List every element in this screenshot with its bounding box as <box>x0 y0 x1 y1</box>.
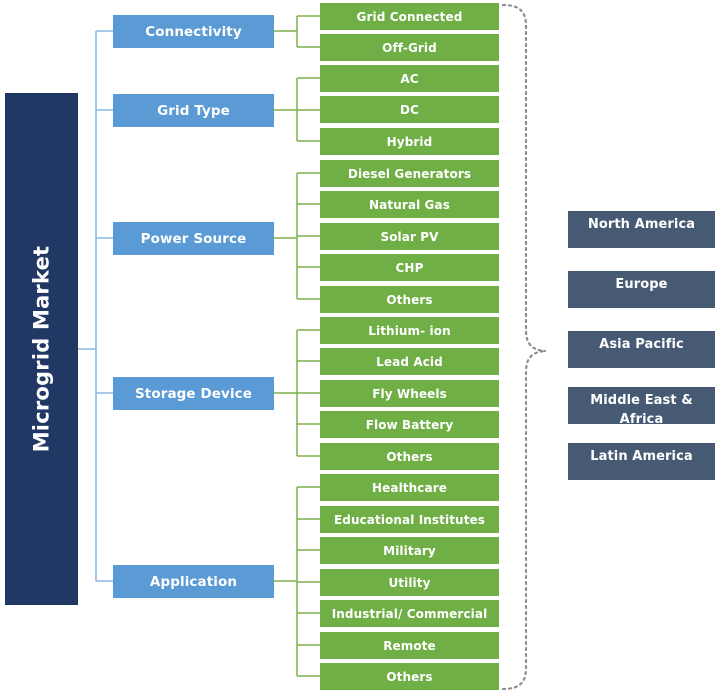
region-box-asia-pacific[interactable]: Asia Pacific <box>568 331 715 368</box>
region-label: Latin America <box>590 449 693 464</box>
region-label: Asia Pacific <box>599 337 684 352</box>
region-box-middle-east-africa[interactable]: Middle East & Africa <box>568 387 715 424</box>
category-box-grid-type[interactable]: Grid Type <box>113 94 274 127</box>
page-title: Microgrid Market <box>29 245 54 453</box>
segment-box[interactable]: Others <box>320 286 499 313</box>
segment-box[interactable]: Fly Wheels <box>320 380 499 407</box>
segment-label: Healthcare <box>372 480 447 495</box>
segment-box[interactable]: Remote <box>320 632 499 659</box>
region-box-north-america[interactable]: North America <box>568 211 715 248</box>
segment-label: Lead Acid <box>376 354 443 369</box>
segment-box[interactable]: Others <box>320 443 499 470</box>
segment-box[interactable]: Off-Grid <box>320 34 499 61</box>
segment-box[interactable]: Military <box>320 537 499 564</box>
segment-label: Industrial/ Commercial <box>331 606 488 621</box>
segment-box[interactable]: Flow Battery <box>320 411 499 438</box>
segment-box[interactable]: CHP <box>320 254 499 281</box>
segment-box[interactable]: Educational Institutes <box>320 506 499 533</box>
segment-label: Others <box>386 292 433 307</box>
category-label: Application <box>149 573 238 590</box>
segment-box[interactable]: Industrial/ Commercial <box>320 600 499 627</box>
segment-label: Diesel Generators <box>347 166 472 181</box>
segment-box[interactable]: Grid Connected <box>320 3 499 30</box>
segment-label: CHP <box>395 260 424 275</box>
segment-label: Others <box>386 449 433 464</box>
category-label: Storage Device <box>134 385 253 402</box>
segment-box[interactable]: Solar PV <box>320 223 499 250</box>
segment-label: DC <box>400 102 419 117</box>
segment-label: Lithium- ion <box>368 323 451 338</box>
segment-label: Off-Grid <box>382 40 437 55</box>
segment-label: Fly Wheels <box>372 386 447 401</box>
segment-box[interactable]: Lithium- ion <box>320 317 499 344</box>
category-label: Power Source <box>140 230 247 247</box>
segment-box[interactable]: Diesel Generators <box>320 160 499 187</box>
region-box-latin-america[interactable]: Latin America <box>568 443 715 480</box>
segment-label: Others <box>386 669 433 684</box>
segment-box[interactable]: Lead Acid <box>320 348 499 375</box>
segment-label: Grid Connected <box>356 9 463 24</box>
segment-box[interactable]: Utility <box>320 569 499 596</box>
category-box-storage-device[interactable]: Storage Device <box>113 377 274 410</box>
region-label: North America <box>587 217 696 232</box>
region-label: Middle East & Africa <box>590 393 693 424</box>
category-box-power-source[interactable]: Power Source <box>113 222 274 255</box>
region-label: Europe <box>615 277 668 292</box>
category-label: Grid Type <box>157 102 230 119</box>
segment-label: Flow Battery <box>365 417 454 432</box>
segment-label: Educational Institutes <box>333 512 486 527</box>
segment-box[interactable]: Hybrid <box>320 128 499 155</box>
segment-label: Military <box>383 543 436 558</box>
segment-label: Natural Gas <box>369 197 450 212</box>
segment-label: Utility <box>388 575 431 590</box>
segment-label: Solar PV <box>380 229 439 244</box>
category-box-application[interactable]: Application <box>113 565 274 598</box>
segment-box[interactable]: DC <box>320 96 499 123</box>
segment-box[interactable]: Healthcare <box>320 474 499 501</box>
segment-label: Hybrid <box>386 134 433 149</box>
segment-label: AC <box>400 71 419 86</box>
category-label: Connectivity <box>145 23 242 40</box>
segment-box[interactable]: Others <box>320 663 499 690</box>
root-market-box[interactable]: Microgrid Market <box>5 93 78 605</box>
segment-label: Remote <box>383 638 436 653</box>
segment-box[interactable]: AC <box>320 65 499 92</box>
category-box-connectivity[interactable]: Connectivity <box>113 15 274 48</box>
segment-box[interactable]: Natural Gas <box>320 191 499 218</box>
region-box-europe[interactable]: Europe <box>568 271 715 308</box>
